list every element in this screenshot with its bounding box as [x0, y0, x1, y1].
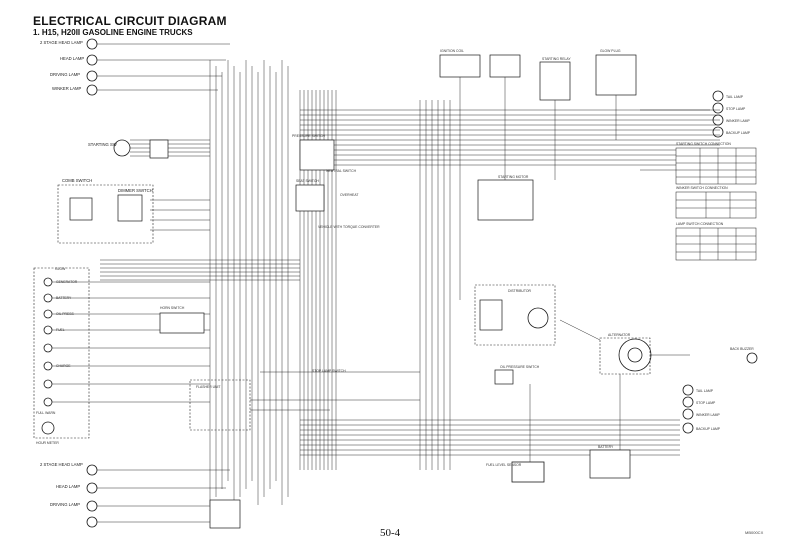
label-back-buzzer: BACK BUZZER — [730, 347, 754, 351]
label-comb-switch: COMB SWITCH — [62, 178, 92, 183]
label-full-warn: FULL WARN — [36, 411, 56, 415]
label-glow-plug: GLOW PLUG — [600, 49, 621, 53]
table-title-lamp: LAMP SWITCH CONNECTION — [676, 222, 724, 226]
label-stop-lamp-r: STOP LAMP — [726, 107, 746, 111]
label-oil-press: OIL PRESS — [56, 312, 75, 316]
diagram-subtitle: 1. H15, H20II GASOLINE ENGINE TRUCKS — [33, 28, 193, 37]
wiring-layer — [52, 43, 720, 523]
label-stop-lamp-r2: STOP LAMP — [696, 401, 716, 405]
reference-code: MB000CX — [745, 530, 764, 535]
indicator-column — [33, 267, 90, 439]
label-backup-lamp-r2: BACKUP LAMP — [696, 427, 721, 431]
label-hour-meter: HOUR METER — [36, 441, 59, 445]
label-overheat: OVERHEAT — [340, 193, 358, 197]
label-seat-switch: SEAT SWITCH — [296, 179, 319, 183]
label-starting-relay: STARTING RELAY — [542, 57, 571, 61]
label-winker-lamp: WINKER LAMP — [52, 86, 82, 91]
label-backup-lamp-r: BACKUP LAMP — [726, 131, 751, 135]
table-titles: STARTING SWITCH CONNECTION WINKER SWITCH… — [676, 142, 731, 226]
label-stop-lamp-switch: STOP LAMP SWITCH — [312, 369, 346, 373]
label-head-lamp-2: HEAD LAMP — [56, 484, 80, 489]
connection-tables — [675, 147, 757, 261]
label-battery: BATTERY — [56, 296, 72, 300]
label-2stage-head-lamp-2: 2 STAGE HEAD LAMP — [40, 462, 83, 467]
label-pressure-switch: PRESSURE SWITCH — [292, 134, 326, 138]
label-alternator: ALTERNATOR — [608, 333, 631, 337]
center-components — [159, 54, 652, 529]
label-starting-sw: STARTING SW — [88, 142, 117, 147]
label-winker-lamp-r2: WINKER LAMP — [696, 413, 720, 417]
table-title-starting: STARTING SWITCH CONNECTION — [676, 142, 731, 146]
label-horn-switch: HORN SWITCH — [160, 306, 185, 310]
label-neutral-switch: NEUTRAL SWITCH — [326, 169, 357, 173]
label-oil-pressure-switch: OIL PRESSURE SWITCH — [500, 365, 540, 369]
label-tail-lamp-r: TAIL LAMP — [726, 95, 744, 99]
label-torque-converter: VEHICLE WITH TORQUE CONVERTER — [318, 225, 380, 229]
label-winker-lamp-r: WINKER LAMP — [726, 119, 750, 123]
label-fuel-level-sensor: FUEL LEVEL SENSOR — [486, 463, 522, 467]
label-glow: GLOW — [55, 267, 66, 271]
label-ignition-coil: IGNITION COIL — [440, 49, 464, 53]
label-tail-lamp-r2: TAIL LAMP — [696, 389, 714, 393]
table-title-winker: WINKER SWITCH CONNECTION — [676, 186, 728, 190]
right-labels: TAIL LAMP STOP LAMP WINKER LAMP BACKUP L… — [696, 95, 754, 431]
right-lamp-group — [682, 90, 758, 434]
diagram-title: ELECTRICAL CIRCUIT DIAGRAM — [33, 14, 227, 28]
wire — [559, 319, 601, 341]
label-battery-center: BATTERY — [598, 445, 614, 449]
label-2stage-head-lamp: 2 STAGE HEAD LAMP — [40, 40, 83, 45]
label-dimmer-switch: DIMMER SWITCH — [118, 188, 153, 193]
label-generator: GENERATOR — [56, 280, 78, 284]
label-charge: CHARGE — [56, 364, 71, 368]
label-flasher-unit: FLASHER UNIT — [196, 385, 221, 389]
label-fuel: FUEL — [56, 328, 65, 332]
label-driving-lamp-2: DRIVING LAMP — [50, 502, 80, 507]
label-driving-lamp: DRIVING LAMP — [50, 72, 80, 77]
left-labels: 2 STAGE HEAD LAMP HEAD LAMP DRIVING LAMP… — [36, 40, 153, 507]
starting-switch — [113, 139, 169, 159]
label-starting-motor: STARTING MOTOR — [498, 175, 529, 179]
comb-switch-box — [57, 184, 154, 244]
left-lamp-group — [86, 38, 98, 528]
center-labels: PRESSURE SWITCH NEUTRAL SWITCH SEAT SWIT… — [160, 49, 631, 467]
label-distributor: DISTRIBUTOR — [508, 289, 531, 293]
label-head-lamp: HEAD LAMP — [60, 56, 84, 61]
page-number: 50-4 — [380, 527, 401, 539]
